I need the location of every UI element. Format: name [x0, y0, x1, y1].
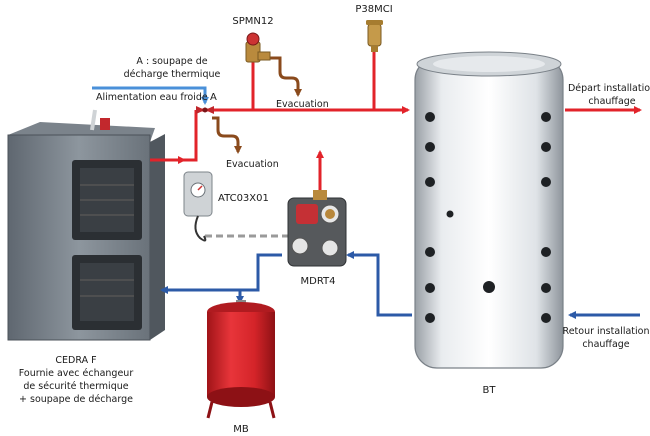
label-mdrt4: MDRT4: [300, 276, 335, 287]
label-bt: BT: [483, 385, 497, 396]
label-evacuation-mid: Evacuation: [226, 159, 279, 170]
label-depart-2: chauffage: [588, 96, 635, 107]
label-retour-2: chauffage: [582, 339, 629, 350]
label-point-a: A: [210, 92, 217, 103]
boiler-return-pipe: [160, 253, 282, 294]
evacuation-mid-pipe: [212, 116, 242, 154]
label-cedra-1: CEDRA F: [55, 355, 96, 366]
drain-pipes: [212, 56, 302, 154]
thermal-relief-valve: [196, 106, 214, 114]
mdrt4-pump-group: [287, 190, 347, 267]
label-cedra-3: de sécurité thermique: [23, 381, 128, 392]
atc03x01-thermostat: [183, 171, 213, 242]
buffer-tank: [414, 51, 564, 369]
label-alimentation: Alimentation eau froide: [96, 92, 208, 103]
cold-water-supply-pipe: [92, 86, 209, 105]
label-cedra-2: Fournie avec échangeur: [19, 368, 134, 379]
evacuation-top-pipe: [268, 56, 302, 97]
boiler: [7, 109, 165, 341]
label-evacuation-top: Evacuation: [276, 99, 329, 110]
label-atc03x01: ATC03X01: [218, 193, 269, 204]
label-soupape-1: A : soupape de: [136, 56, 207, 67]
label-retour-1: Retour installation: [563, 326, 650, 337]
label-soupape-2: décharge thermique: [124, 69, 221, 80]
hot-pipes: [150, 50, 642, 195]
label-p38mci: P38MCI: [355, 4, 392, 15]
expansion-vessel: [206, 300, 276, 419]
tank-return-pipe: [346, 251, 412, 317]
spmn12-valve: [245, 32, 271, 63]
label-spmn12: SPMN12: [232, 16, 273, 27]
label-depart-1: Départ installation: [568, 83, 650, 94]
p38mci-valve: [366, 20, 383, 52]
label-mb: MB: [233, 424, 249, 435]
label-cedra-4: + soupape de décharge: [19, 394, 133, 405]
boiler-outlet-pipe: [150, 110, 198, 162]
